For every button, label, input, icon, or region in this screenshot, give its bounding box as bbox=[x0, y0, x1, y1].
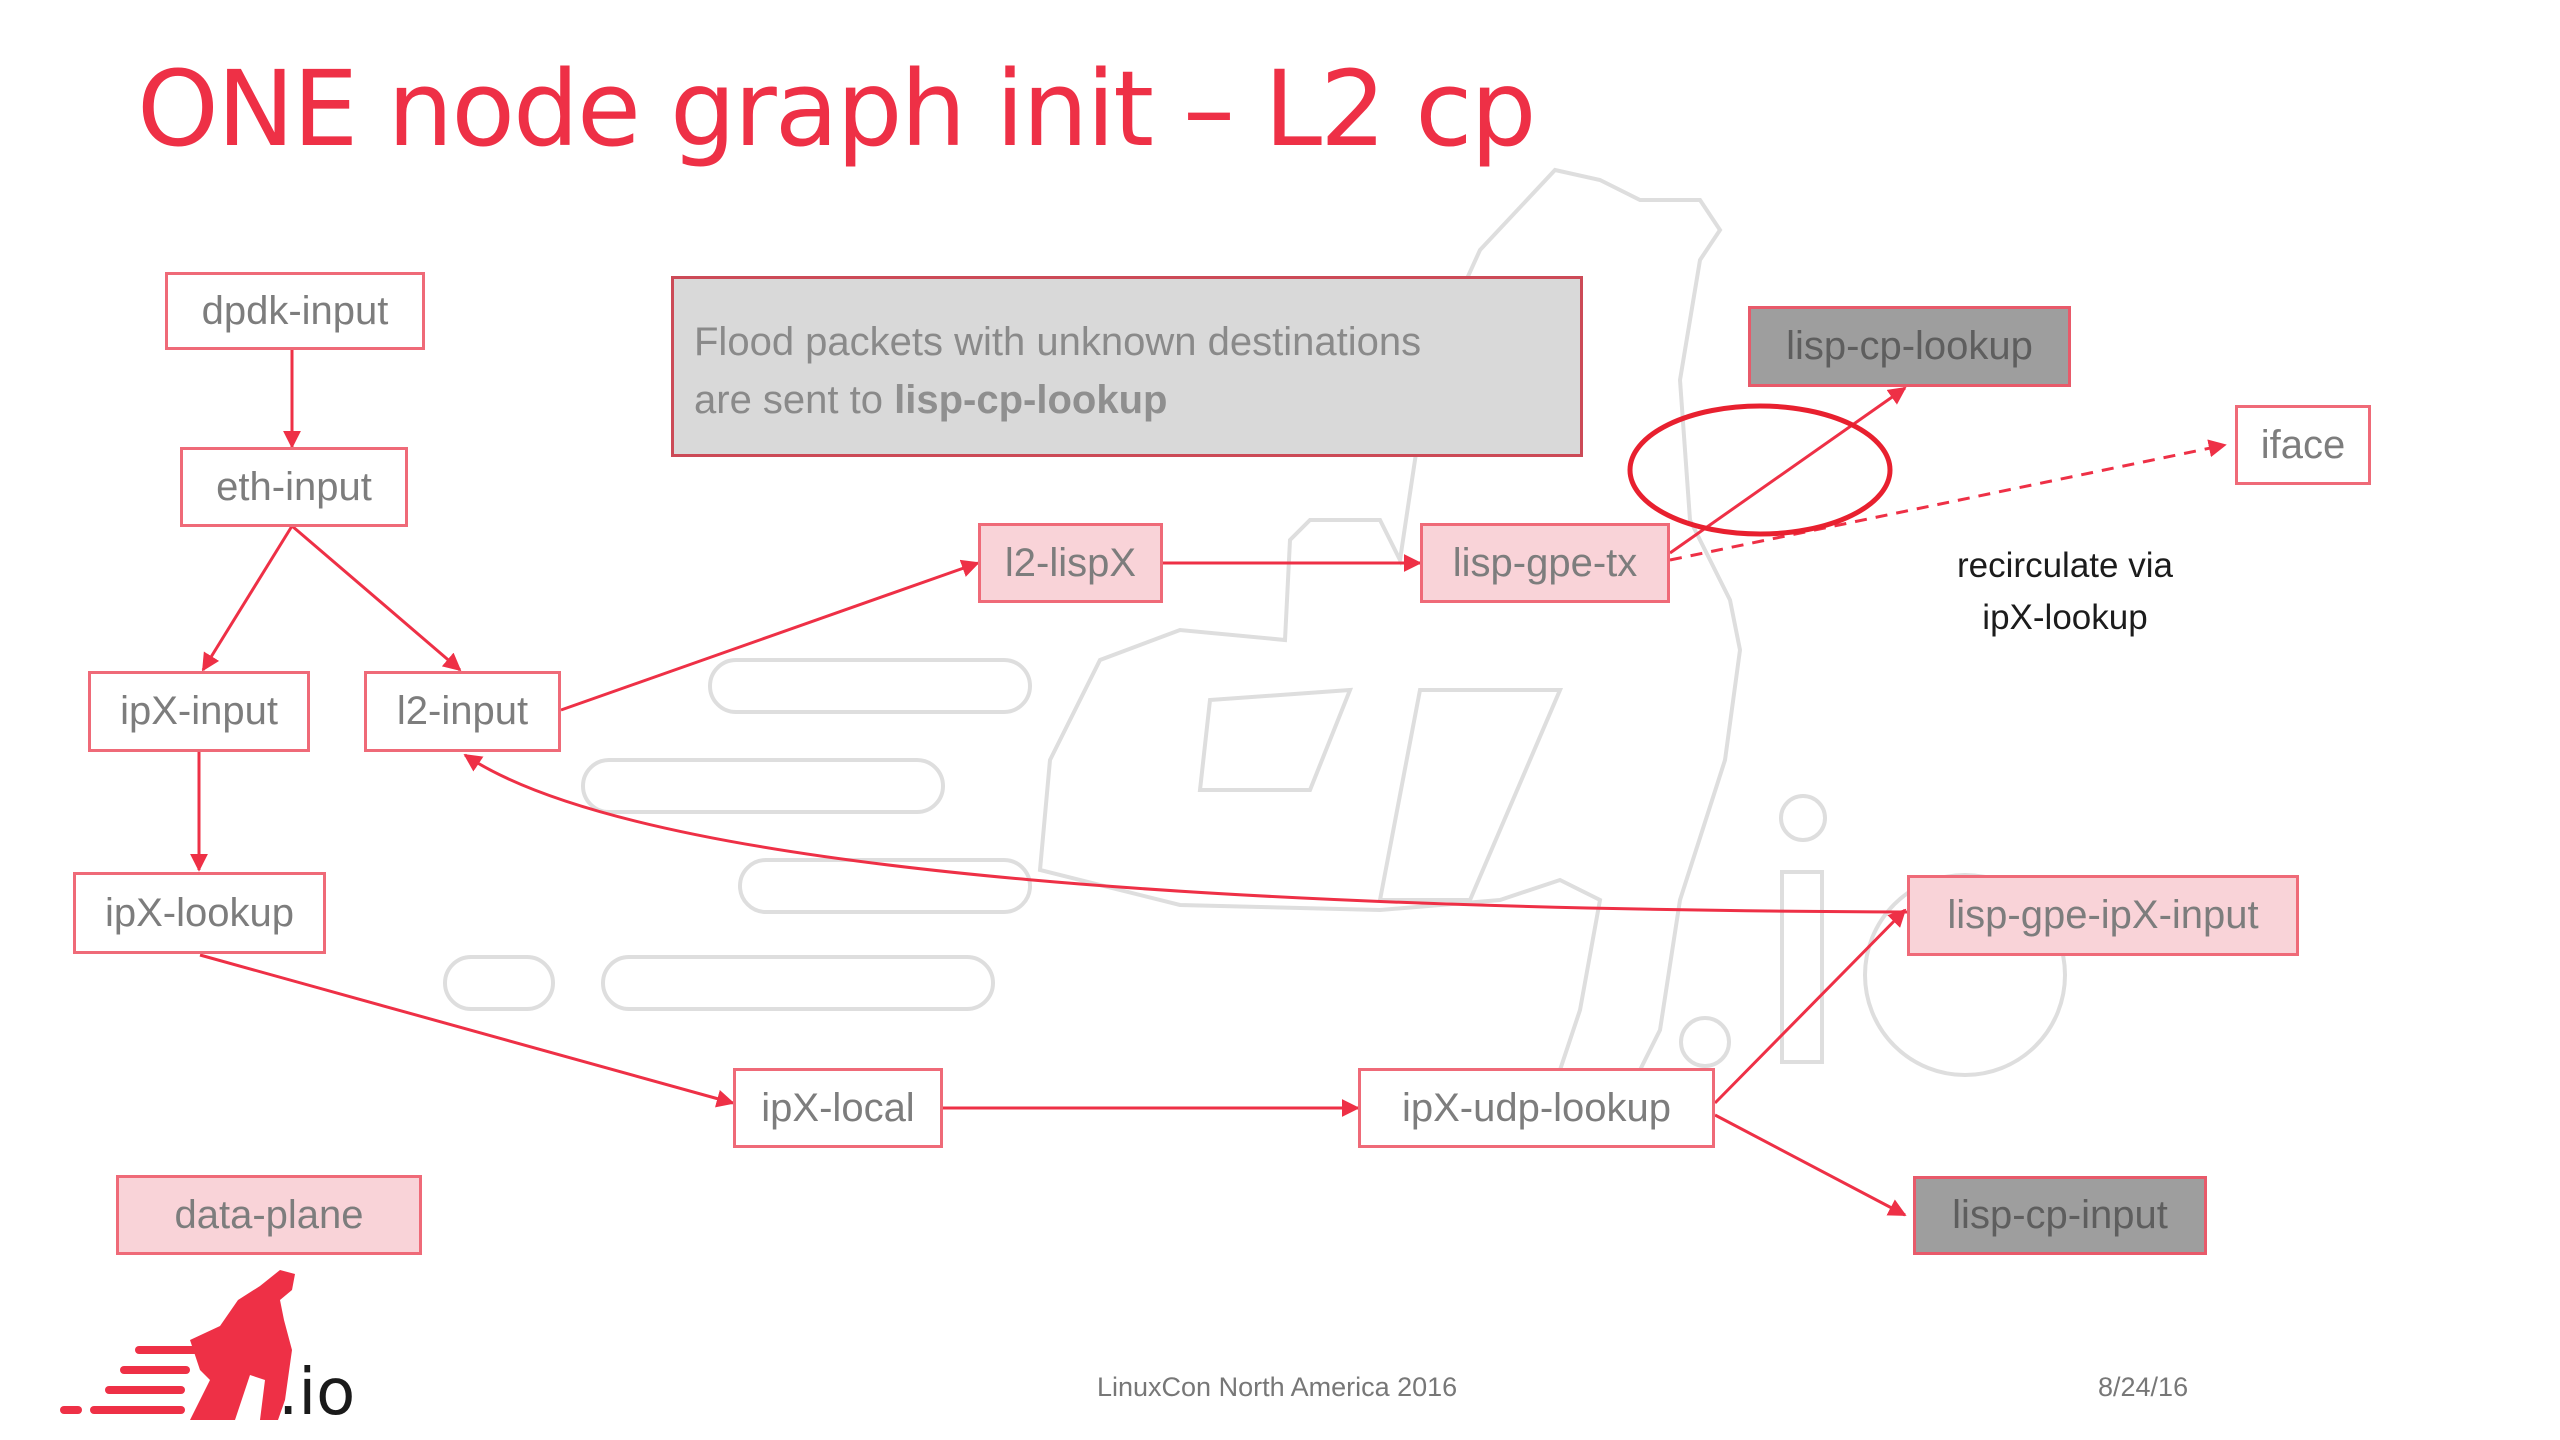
node-ipx-udp-lookup: ipX-udp-lookup bbox=[1358, 1068, 1715, 1148]
note-line-2: ipX-lookup bbox=[1982, 598, 2148, 637]
highlight-ellipse bbox=[1627, 403, 1893, 537]
slide-title: ONE node graph init – L2 cp bbox=[137, 48, 1536, 170]
node-lisp-gpe-tx: lisp-gpe-tx bbox=[1420, 523, 1670, 603]
legend-data-plane: data-plane bbox=[116, 1175, 422, 1255]
callout-line-2: are sent to lisp-cp-lookup bbox=[694, 371, 1560, 429]
recirculate-note: recirculate via ipX-lookup bbox=[1905, 540, 2225, 644]
edge-udp-lookup-to-gpe-ipx-input bbox=[1713, 908, 1907, 1105]
callout-line-1: Flood packets with unknown destinations bbox=[694, 320, 1422, 364]
edge-gpe-tx-to-iface-dashed bbox=[1669, 439, 2227, 562]
footer-date: 8/24/16 bbox=[2098, 1372, 2189, 1402]
fdio-logo: .io bbox=[60, 1260, 380, 1435]
edge-gpe-ipx-input-to-l2-input bbox=[463, 753, 1911, 914]
edge-l2-input-to-l2-lispx bbox=[560, 559, 980, 712]
node-ipx-input: ipX-input bbox=[88, 671, 310, 752]
flood-callout: Flood packets with unknown destinations … bbox=[671, 276, 1583, 457]
fdio-logo-mark bbox=[60, 1270, 295, 1420]
node-lisp-gpe-ipx-input: lisp-gpe-ipX-input bbox=[1907, 875, 2299, 956]
node-l2-input: l2-input bbox=[364, 671, 561, 752]
node-eth-input: eth-input bbox=[180, 447, 408, 527]
node-lisp-cp-lookup: lisp-cp-lookup bbox=[1748, 306, 2071, 387]
node-dpdk-input: dpdk-input bbox=[165, 272, 425, 350]
node-lisp-cp-input: lisp-cp-input bbox=[1913, 1176, 2207, 1255]
edge-ipx-lookup-to-local bbox=[199, 953, 735, 1108]
callout-prefix: are sent to bbox=[694, 378, 895, 422]
edge-udp-lookup-to-cp-input bbox=[1714, 1113, 1907, 1217]
logo-text: .io bbox=[278, 1356, 356, 1430]
note-line-1: recirculate via bbox=[1957, 546, 2173, 585]
node-iface: iface bbox=[2235, 405, 2371, 485]
node-ipx-local: ipX-local bbox=[733, 1068, 943, 1148]
node-ipx-lookup: ipX-lookup bbox=[73, 872, 326, 954]
edge-eth-to-ipx-input bbox=[201, 525, 294, 672]
edge-gpe-tx-to-cp-lookup bbox=[1669, 386, 1907, 555]
callout-bold-node: lisp-cp-lookup bbox=[894, 378, 1168, 422]
footer-event: LinuxCon North America 2016 bbox=[1097, 1372, 1458, 1402]
node-l2-lispx: l2-lispX bbox=[978, 523, 1163, 603]
edge-eth-to-l2-input bbox=[291, 524, 462, 672]
